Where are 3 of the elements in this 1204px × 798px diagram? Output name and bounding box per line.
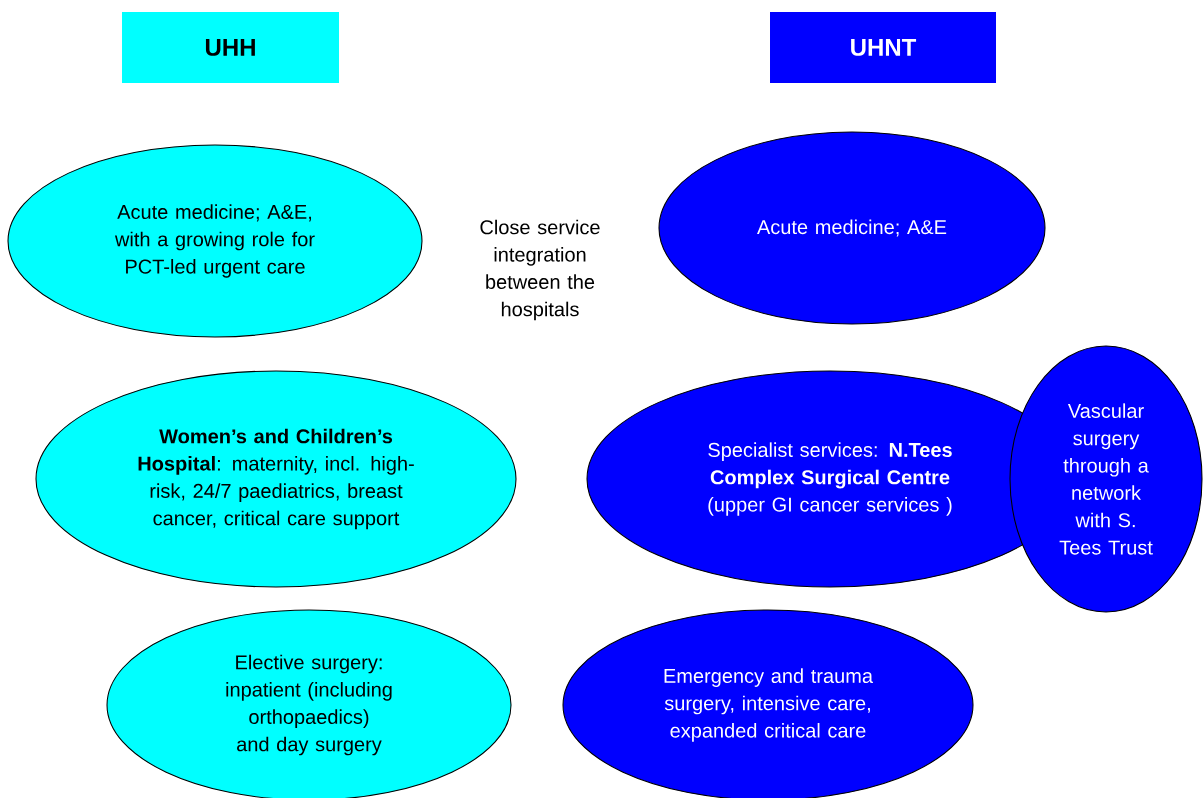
title-box: UHH — [122, 12, 339, 83]
title-box: UHNT — [770, 12, 996, 83]
note-text: Close service integration between the hospitals — [480, 219, 600, 321]
